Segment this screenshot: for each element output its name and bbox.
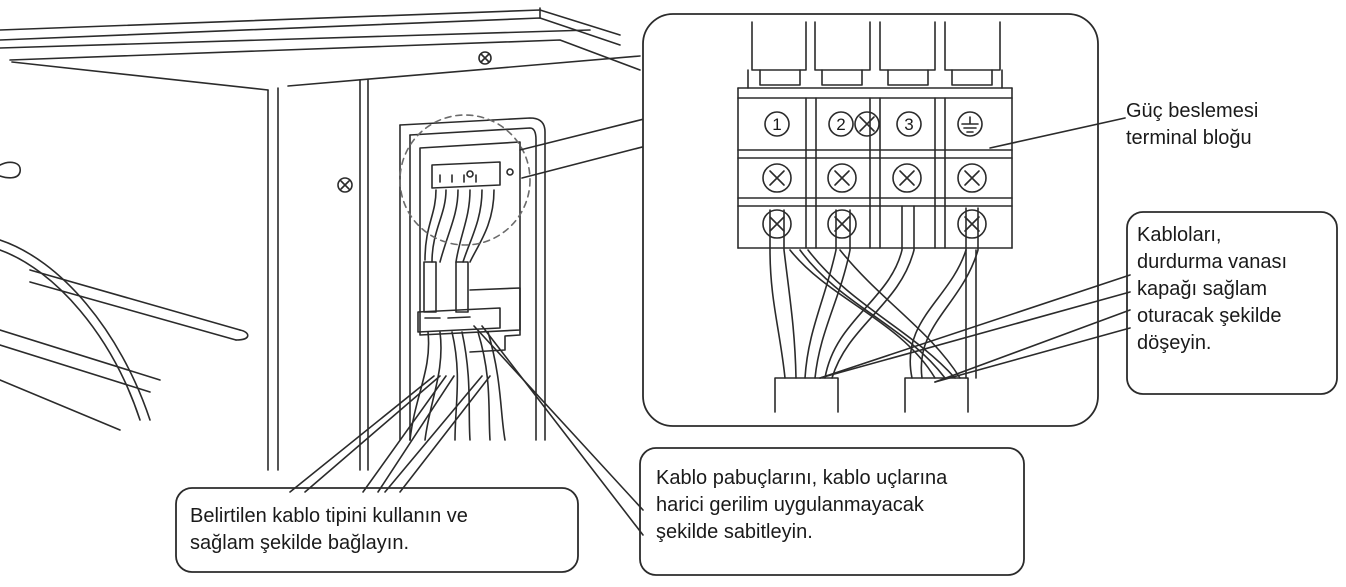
label-line: döşeyin.	[1137, 332, 1212, 354]
terminal-number-2: 2	[836, 115, 845, 134]
terminal-number-3: 3	[904, 115, 913, 134]
service-opening	[399, 114, 651, 441]
label-line: Kabloları,	[1137, 224, 1222, 246]
label-line: Güç beslemesi	[1126, 100, 1259, 122]
label-line: kapağı sağlam	[1137, 278, 1268, 300]
label-line: harici gerilim uygulanmayacak	[656, 494, 924, 516]
terminal-screws	[762, 163, 987, 239]
label-cable-routing: Kabloları, durdurma vanası kapağı sağlam…	[1137, 222, 1287, 357]
terminal-number-labels: 1 2 3	[772, 115, 913, 134]
label-line: oturacak şekilde	[1137, 305, 1282, 327]
label-line: şekilde sabitleyin.	[656, 521, 813, 543]
terminal-number-1: 1	[772, 115, 781, 134]
label-line: durdurma vanası	[1137, 251, 1288, 273]
callout-boxes	[175, 211, 1338, 576]
label-cable-lugs: Kablo pabuçlarını, kablo uçlarına harici…	[656, 465, 947, 546]
outdoor-unit	[0, 7, 641, 471]
label-power-terminal-block: Güç beslemesi terminal bloğu	[1126, 98, 1258, 152]
terminal-zoom-panel	[642, 13, 1126, 427]
terminal-wires	[769, 205, 979, 379]
label-line: sağlam şekilde bağlayın.	[190, 532, 410, 554]
label-cable-type: Belirtilen kablo tipini kullanın ve sağl…	[190, 503, 468, 557]
label-line: terminal bloğu	[1126, 127, 1252, 149]
label-line: Kablo pabuçlarını, kablo uçlarına	[656, 467, 948, 489]
label-line: Belirtilen kablo tipini kullanın ve	[190, 505, 468, 527]
